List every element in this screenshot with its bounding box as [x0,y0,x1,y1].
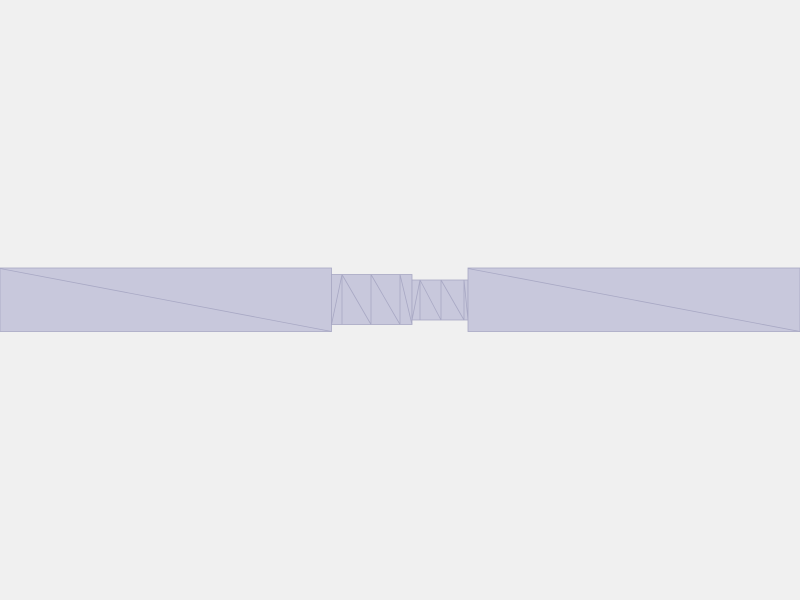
middle-large-diagonal-1 [331,274,343,325]
left-segment [0,267,332,332]
middle-large-diagonal-3 [370,274,401,325]
middle-segment-small [411,279,469,321]
middle-small-diagonal-1 [411,279,421,321]
middle-small-diagonal-3 [440,279,465,321]
left-segment-diagonal [0,268,332,332]
right-segment [467,267,800,332]
middle-large-diagonal-2 [341,274,372,325]
middle-large-diagonal-4 [399,274,413,325]
middle-small-diagonal-4 [463,279,469,321]
middle-large-body [331,274,413,325]
right-segment-diagonal [467,268,800,332]
middle-segment-large [331,274,413,325]
middle-small-diagonal-2 [419,279,442,321]
middle-small-body [411,279,469,321]
